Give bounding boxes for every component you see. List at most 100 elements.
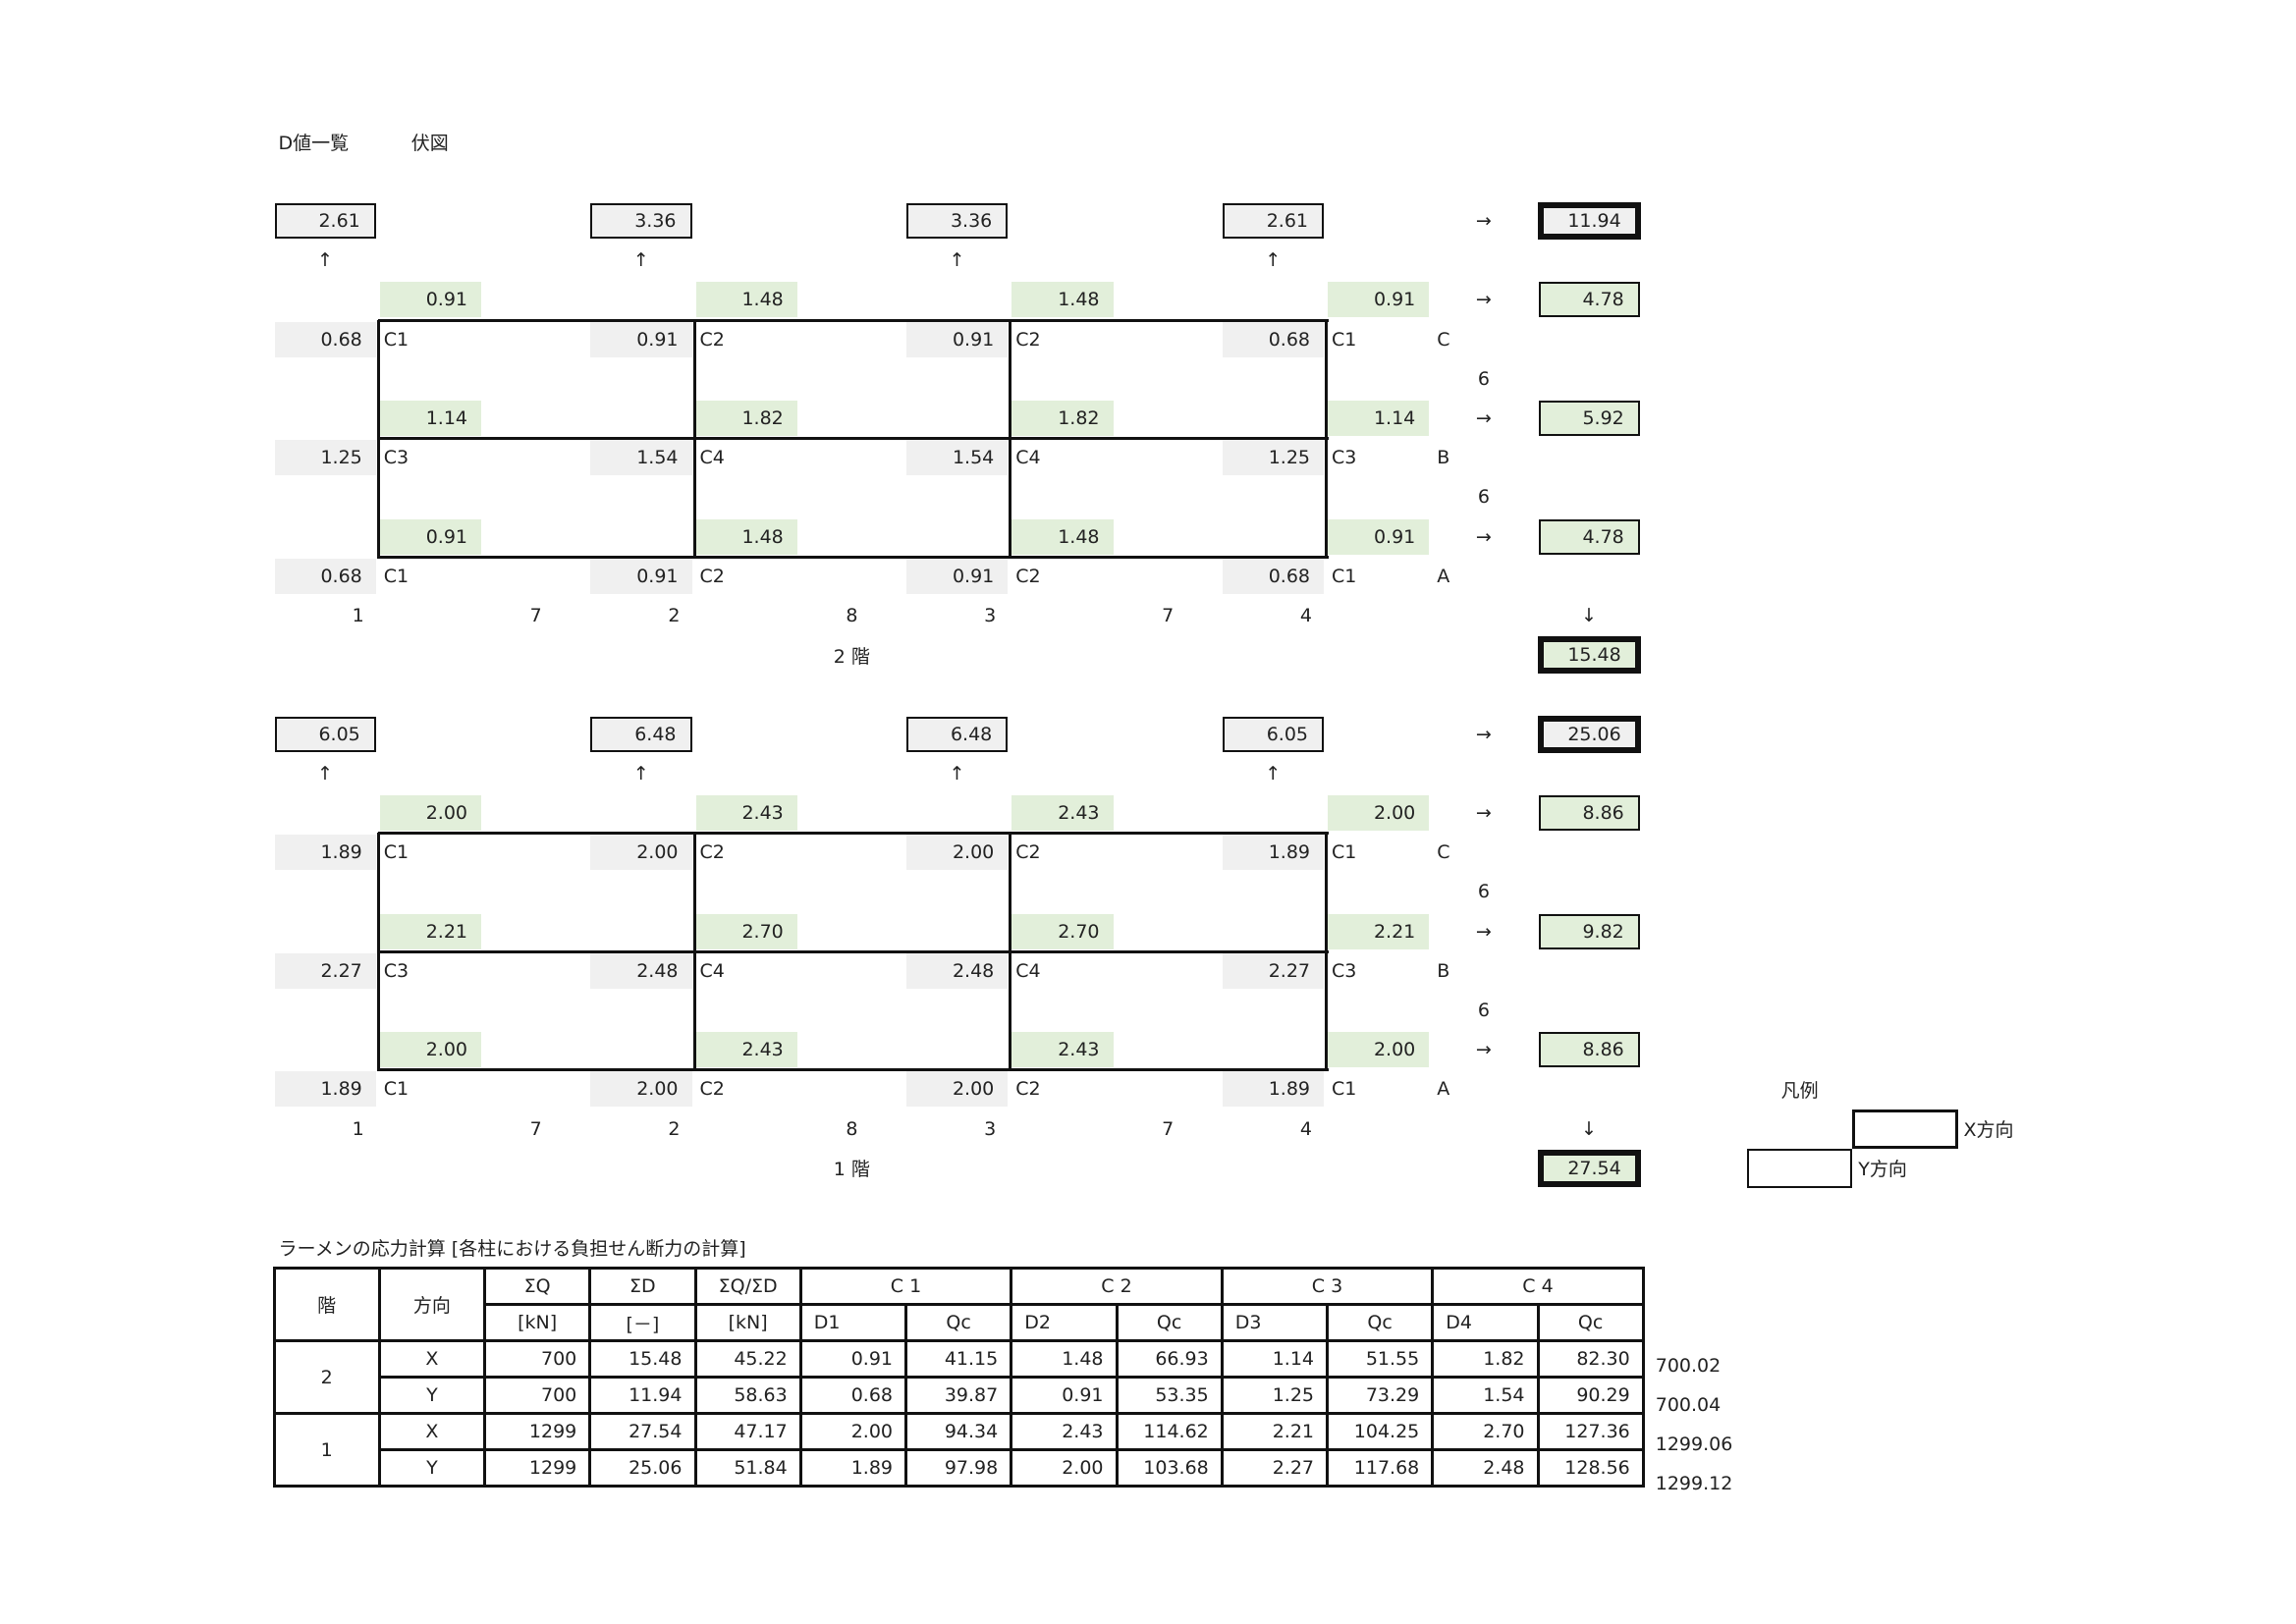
grid-axis-label: B	[1437, 959, 1450, 982]
value-cell: 1.14	[1220, 1339, 1330, 1380]
value-cell: 1.25	[1220, 1376, 1330, 1416]
direction-cell: Y	[377, 1448, 487, 1489]
value-cell: 2.00	[1010, 1448, 1119, 1489]
value-cell: 1.48	[1010, 1339, 1119, 1380]
span-length-y: 6	[1477, 486, 1490, 509]
right-arrow-icon: →	[1475, 406, 1492, 429]
y-direction-d-value: 1.89	[1222, 1071, 1324, 1108]
y-direction-d-value: 2.48	[590, 952, 692, 989]
value-cell: 128.56	[1536, 1448, 1645, 1489]
span-length-y: 6	[1477, 367, 1490, 390]
frame-y-d-sum: 2.61	[1222, 202, 1324, 240]
unit-header: D1	[798, 1303, 908, 1343]
x-direction-d-value: 1.82	[695, 400, 797, 437]
up-arrow-icon: ↑	[317, 249, 334, 272]
value-cell: 2.70	[1431, 1412, 1540, 1452]
x-direction-d-value: 2.00	[1328, 1032, 1430, 1068]
x-direction-d-value: 1.14	[379, 400, 481, 437]
x-direction-d-value: 2.00	[379, 794, 481, 832]
unit-header: Qc	[1325, 1303, 1435, 1343]
column-header: C 1	[798, 1267, 1013, 1307]
value-cell: 1.82	[1431, 1339, 1540, 1380]
frame-beam-line	[377, 318, 1329, 322]
column-header: ΣQ	[482, 1267, 592, 1307]
y-direction-d-value: 0.91	[906, 321, 1009, 357]
legend-title: 凡例	[1780, 1079, 1819, 1102]
y-direction-d-value: 1.25	[274, 440, 376, 476]
legend-y-swatch	[1747, 1148, 1853, 1188]
y-direction-d-value: 0.91	[590, 558, 692, 594]
value-cell: 2.48	[1431, 1448, 1540, 1489]
frame-beam-line	[377, 949, 1329, 953]
frame-beam-line	[377, 832, 1329, 836]
grid-axis-number: 7	[529, 604, 542, 626]
y-direction-d-value: 1.54	[906, 440, 1009, 476]
x-direction-d-value: 2.43	[1011, 1032, 1114, 1068]
grid-axis-number: 3	[984, 604, 997, 626]
frame-beam-line	[377, 555, 1329, 559]
unit-header: Qc	[1536, 1303, 1645, 1343]
x-direction-d-value: 0.91	[1328, 282, 1430, 318]
grid-axis-number: 4	[1299, 1117, 1312, 1140]
check-sum-value: 1299.12	[1655, 1473, 1733, 1495]
value-cell: 39.87	[903, 1376, 1013, 1416]
value-cell: 58.63	[693, 1376, 802, 1416]
floor-label: 2 階	[833, 645, 870, 668]
grid-axis-label: A	[1437, 1078, 1450, 1101]
column-type-label: C4	[1015, 447, 1041, 469]
frame-y-d-sum: 6.48	[590, 716, 692, 752]
y-direction-d-value: 1.89	[1222, 835, 1324, 871]
value-cell: 51.55	[1325, 1339, 1435, 1380]
grid-axis-number: 7	[529, 1117, 542, 1140]
column-type-label: C1	[1332, 565, 1357, 587]
frame-x-d-sum: 5.92	[1538, 400, 1640, 437]
up-arrow-icon: ↑	[949, 249, 965, 272]
legend-y-label: Y方向	[1858, 1159, 1907, 1181]
sheet-title: D値一覧	[278, 133, 350, 155]
column-type-label: C3	[383, 447, 410, 469]
value-cell: 53.35	[1115, 1376, 1224, 1416]
y-direction-d-value: 0.91	[906, 558, 1009, 594]
grid-axis-label: C	[1437, 328, 1450, 351]
value-cell: 0.91	[1010, 1376, 1119, 1416]
x-direction-d-value: 1.82	[1011, 400, 1114, 437]
column-type-label: C3	[1332, 447, 1357, 469]
direction-cell: Y	[377, 1376, 487, 1416]
value-cell: 51.84	[693, 1448, 802, 1489]
grid-axis-label: B	[1437, 447, 1450, 469]
value-cell: 41.15	[903, 1339, 1013, 1380]
value-cell: 1299	[482, 1448, 592, 1489]
up-arrow-icon: ↑	[949, 762, 965, 785]
value-cell: 103.68	[1115, 1448, 1224, 1489]
frame-y-d-sum: 2.61	[274, 202, 376, 240]
floor-cell: 1	[272, 1412, 381, 1489]
value-cell: 0.68	[798, 1376, 908, 1416]
value-cell: 45.22	[693, 1339, 802, 1380]
legend-x-label: X方向	[1963, 1119, 2014, 1142]
direction-cell: X	[377, 1339, 487, 1380]
x-direction-d-value: 0.91	[379, 282, 481, 318]
column-type-label: C1	[1332, 1078, 1357, 1101]
value-cell: 2.00	[798, 1412, 908, 1452]
down-arrow-icon: ↓	[1581, 604, 1598, 626]
value-cell: 2.27	[1220, 1448, 1330, 1489]
frame-y-d-sum: 6.05	[1222, 716, 1324, 752]
column-header: 方向	[377, 1267, 487, 1343]
y-direction-d-value: 1.89	[274, 1071, 376, 1108]
frame-y-d-sum: 3.36	[906, 202, 1009, 240]
plan-view-label: 伏図	[410, 133, 449, 155]
x-direction-d-value: 2.00	[1328, 794, 1430, 832]
right-arrow-icon: →	[1475, 525, 1492, 548]
grid-axis-number: 4	[1299, 604, 1312, 626]
right-arrow-icon: →	[1475, 289, 1492, 311]
column-type-label: C1	[1332, 328, 1357, 351]
check-sum-value: 1299.06	[1655, 1434, 1733, 1456]
x-direction-d-value: 0.91	[379, 518, 481, 555]
value-cell: 2.21	[1220, 1412, 1330, 1452]
grid-axis-number: 7	[1162, 604, 1175, 626]
frame-y-d-sum: 3.36	[590, 202, 692, 240]
